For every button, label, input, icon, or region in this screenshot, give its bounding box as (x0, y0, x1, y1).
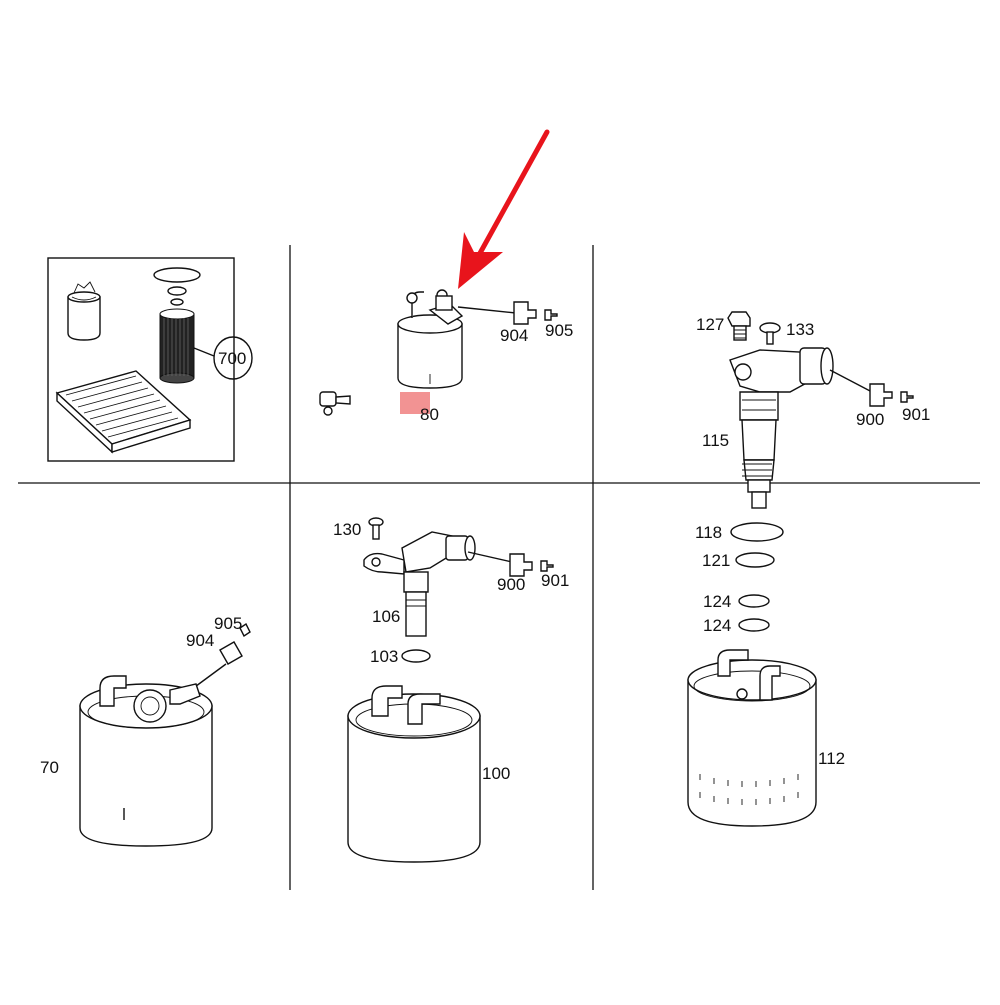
highlight-marker-80 (400, 392, 430, 414)
seal-124-b (738, 618, 770, 632)
label-127: 127 (696, 315, 724, 334)
label-700: 700 (218, 349, 246, 368)
label-70: 70 (40, 758, 59, 777)
panel-fuel-filter-100: 130 106 900 901 103 100 (333, 517, 569, 863)
kit-o-ring-large (153, 267, 201, 283)
label-901-b: 901 (541, 571, 569, 590)
connector-plug-904-b (219, 641, 243, 665)
kit-air-filter-panel (55, 370, 192, 454)
red-arrow-pointer (458, 129, 550, 289)
panel-service-kit: 700 (47, 257, 253, 462)
connector-pin-901-a (900, 391, 914, 403)
label-80: 80 (420, 405, 439, 424)
fuel-filter-80-body (397, 323, 463, 389)
part-127-bolt (727, 311, 751, 341)
panel-sensor-assembly-112: 127 133 115 900 901 (687, 311, 930, 827)
panel-fuel-filter-80: 80 904 905 (319, 289, 573, 424)
leader-900-b (467, 551, 513, 563)
fuel-filter-100-body (347, 685, 481, 863)
label-121: 121 (702, 551, 730, 570)
connector-pin-905-b (239, 622, 251, 638)
part-106-sensor (363, 531, 476, 637)
kit-o-ring-tiny (170, 298, 184, 306)
fuel-filter-70-body (79, 675, 213, 847)
label-115: 115 (702, 431, 729, 450)
label-130: 130 (333, 520, 361, 539)
label-124-a: 124 (703, 592, 731, 611)
fuel-hose (321, 334, 399, 393)
hose-connector (319, 391, 351, 416)
kit-o-ring-small (167, 286, 187, 296)
label-904-a: 904 (500, 326, 528, 345)
seal-103 (401, 649, 431, 663)
label-905-b: 905 (214, 614, 242, 633)
label-901-a: 901 (902, 405, 930, 424)
label-112: 112 (818, 749, 845, 768)
seal-124-a (738, 594, 770, 608)
leader-700 (193, 347, 215, 357)
label-118: 118 (695, 523, 722, 542)
label-905-a: 905 (545, 321, 573, 340)
connector-plug-900-b (509, 553, 533, 577)
connector-plug-900-a (869, 383, 893, 407)
service-kit-frame (47, 257, 235, 462)
callout-700-circle (213, 336, 253, 380)
part-133-screw (759, 322, 781, 345)
part-115-sensor (729, 347, 834, 509)
seal-121 (735, 552, 775, 568)
seal-118 (730, 522, 784, 542)
label-900-a: 900 (856, 410, 884, 429)
label-133: 133 (786, 320, 814, 339)
connector-plug-904-a (513, 301, 537, 325)
panel-fuel-filter-70: 905 904 70 (40, 614, 251, 847)
kit-oil-filter-element (159, 308, 195, 384)
connector-pin-905-a (544, 309, 558, 321)
connector-pin-901-b (540, 560, 554, 572)
label-124-b: 124 (703, 616, 731, 635)
label-100: 100 (482, 764, 510, 783)
label-103: 103 (370, 647, 398, 666)
label-106: 106 (372, 607, 400, 626)
leader-904-a (457, 306, 517, 314)
kit-fuel-filter (67, 281, 101, 341)
part-130-screw (368, 517, 384, 540)
leader-900-a (829, 369, 873, 393)
fuel-filter-112 (687, 649, 817, 827)
label-904-b: 904 (186, 631, 214, 650)
label-900-b: 900 (497, 575, 525, 594)
